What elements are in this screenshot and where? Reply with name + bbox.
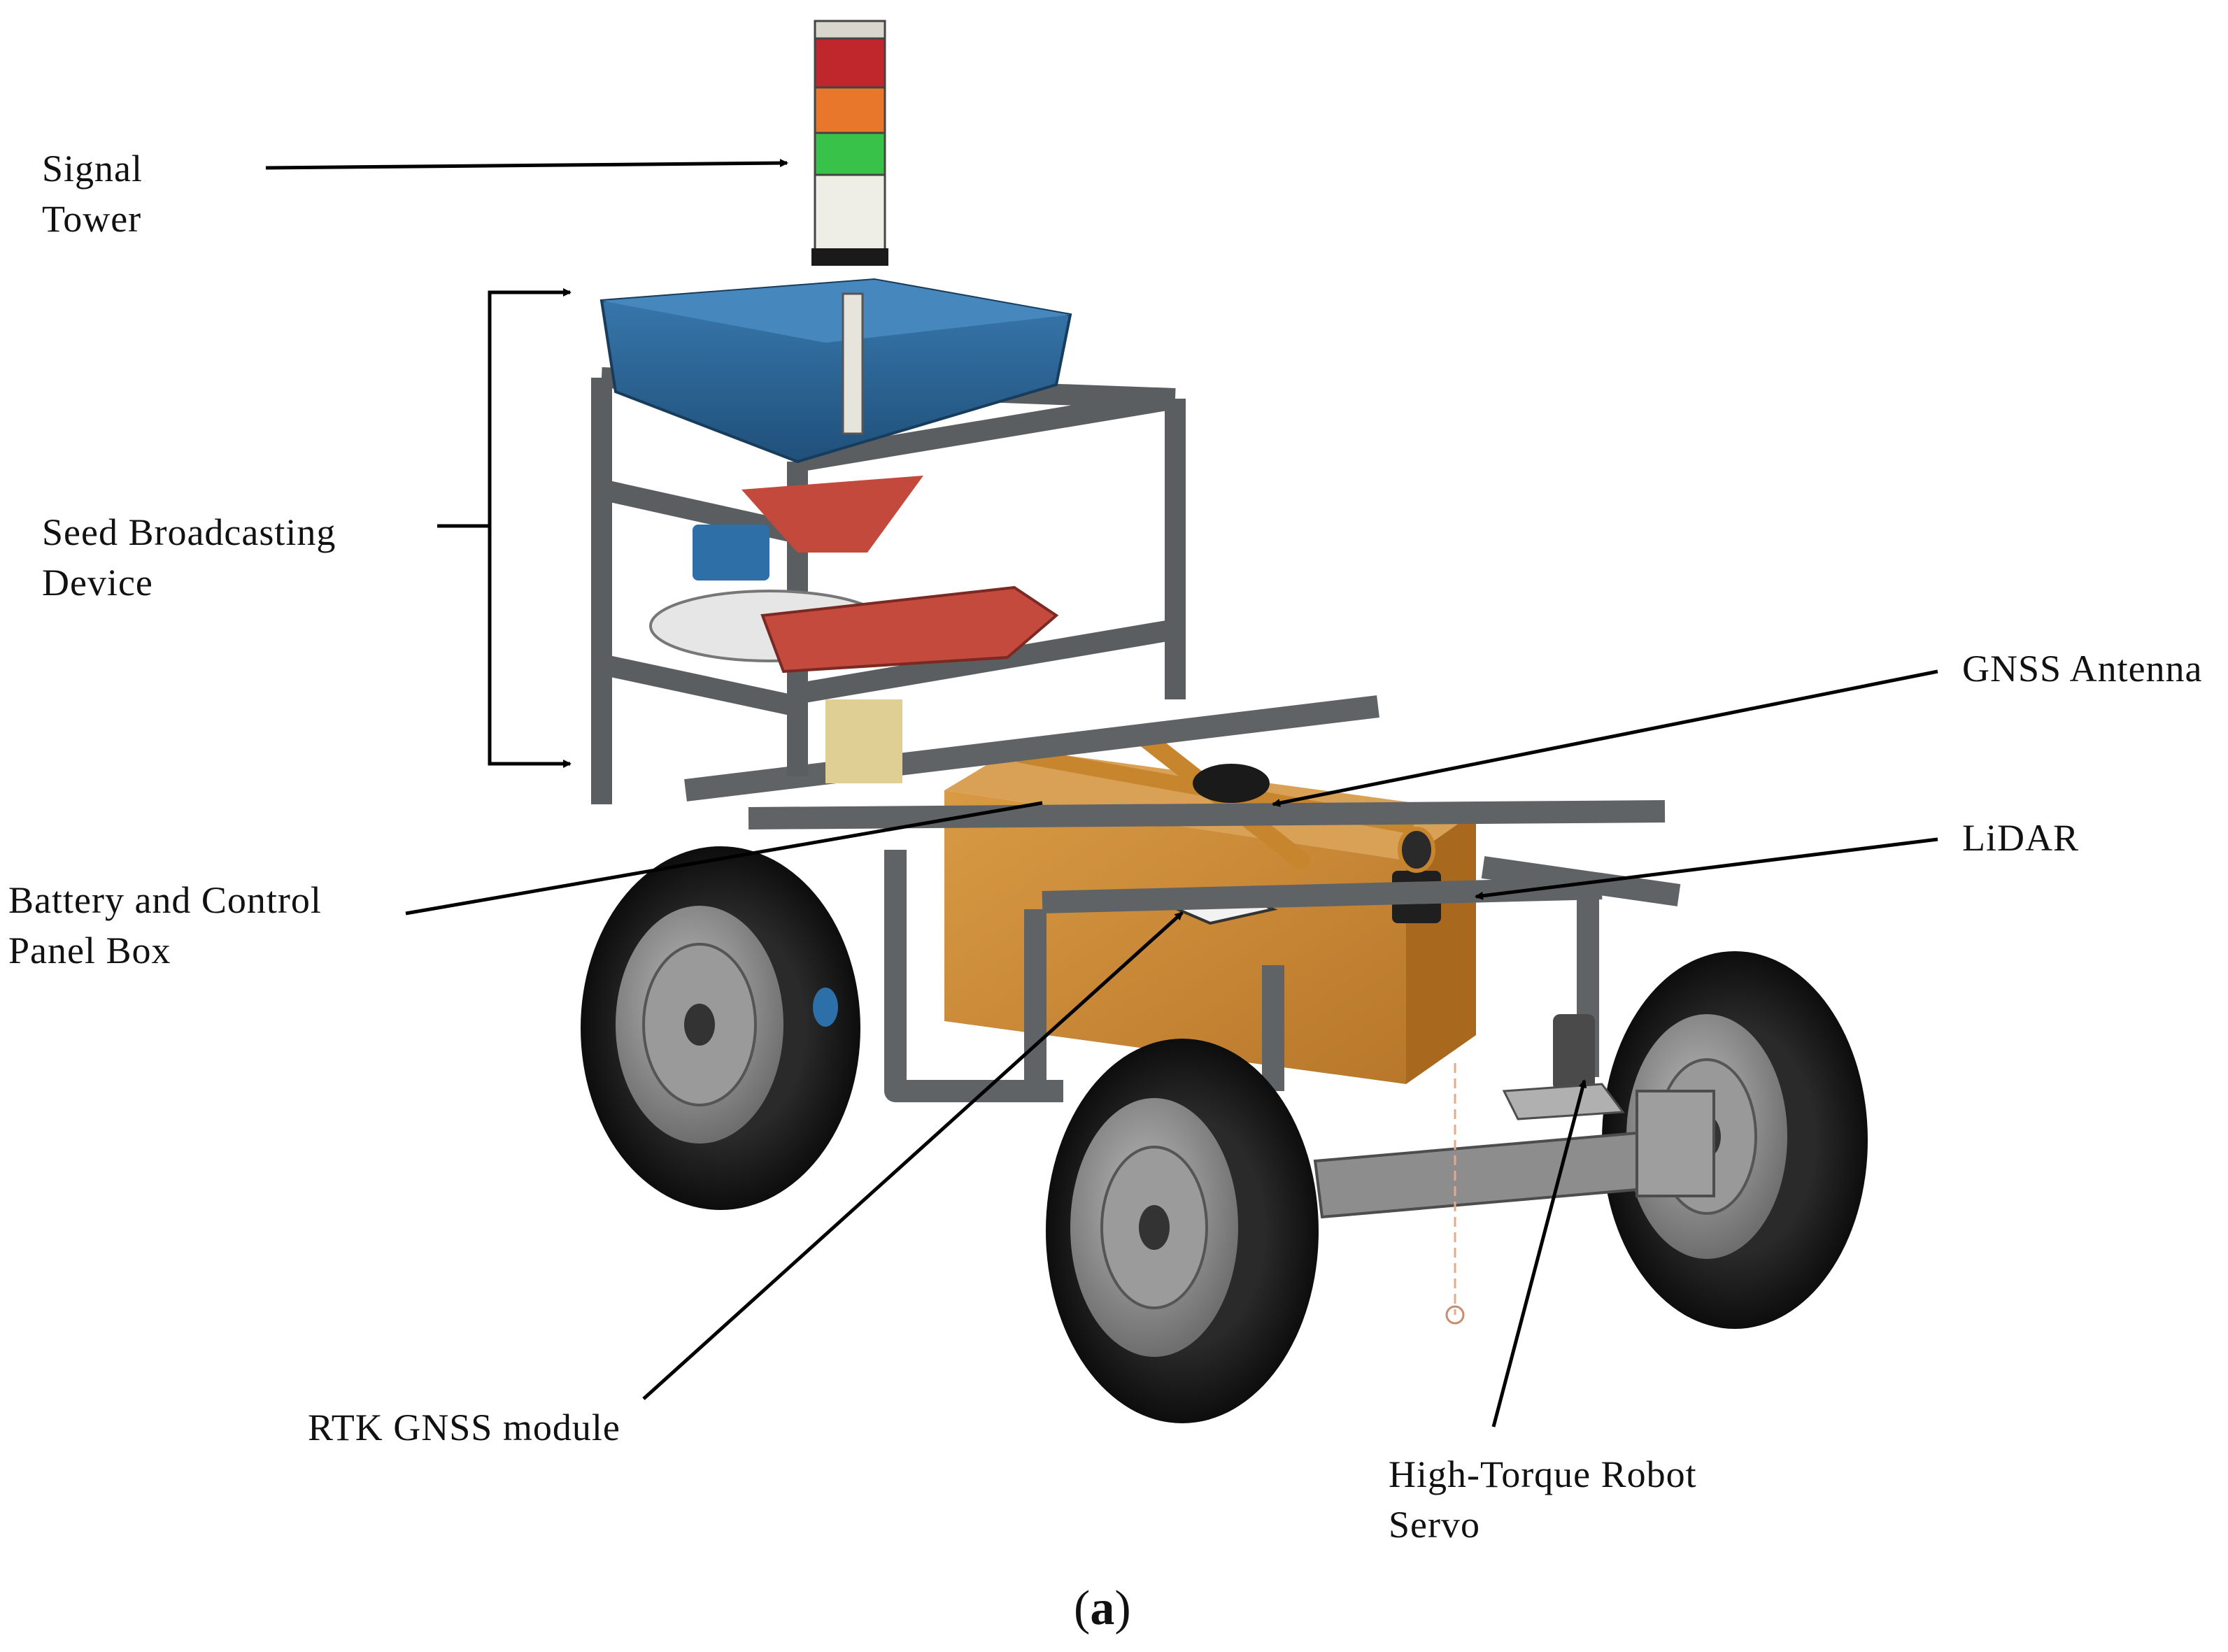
rtk-module-arrow: [642, 911, 1184, 1400]
signal-tower-label: Signal Tower: [42, 148, 143, 240]
annotation-lines: [265, 159, 1938, 1427]
figure-caption: (a): [1074, 1581, 1131, 1637]
seed-hopper: [599, 278, 1072, 783]
caption-close-paren: ): [1114, 1581, 1131, 1635]
battery-box-leader: [405, 801, 1043, 916]
servo-arrow: [1491, 1079, 1587, 1427]
servo-label: High-Torque Robot Servo: [1389, 1453, 1697, 1546]
caption-letter: a: [1090, 1581, 1115, 1635]
lidar-label: LiDAR: [1962, 817, 2079, 859]
seed-device-label: Seed Broadcasting Device: [42, 511, 336, 604]
upper-frame: [591, 367, 1186, 804]
lidar-arrow: [1475, 837, 1938, 900]
caption-open-paren: (: [1074, 1581, 1091, 1635]
gnss-antenna-arrow: [1272, 669, 1938, 807]
front-left-wheel: [1046, 1039, 1319, 1423]
signal-tower-arrow: [265, 159, 788, 170]
rtk-module-label: RTK GNSS module: [308, 1407, 620, 1448]
rear-left-wheel: [581, 846, 860, 1210]
battery-control-box: [944, 725, 1476, 1084]
battery-box-label: Battery and Control Panel Box: [8, 879, 322, 971]
seed-device-bracket: [488, 290, 572, 768]
gnss-antenna-label: GNSS Antenna: [1962, 648, 2203, 690]
axle-assembly: [1313, 1014, 1715, 1325]
signal-tower: [811, 20, 888, 435]
